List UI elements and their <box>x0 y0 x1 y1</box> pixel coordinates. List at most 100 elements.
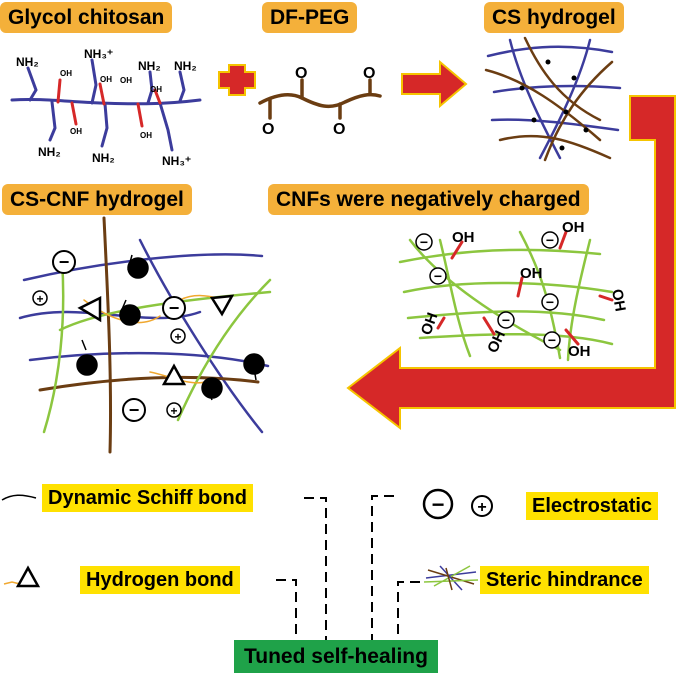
cnf-hydroxyl-bonds <box>436 230 614 346</box>
nh3-label: NH₃⁺ <box>84 47 113 61</box>
nh2-label: NH₂ <box>38 145 61 159</box>
svg-text:−: − <box>546 294 554 310</box>
carbonyl-o: O <box>333 121 345 138</box>
negative-charge-icon: − <box>162 296 186 320</box>
oh-label: OH <box>568 343 591 360</box>
cnfs-charged-title: CNFs were negatively charged <box>268 184 589 215</box>
cs-hydrogel-title: CS hydrogel <box>484 2 624 33</box>
svg-text:−: − <box>434 268 442 284</box>
oh-label: OH <box>100 75 112 84</box>
hydroxyl-bond <box>153 88 162 105</box>
cs-cnf-hbond-triangles <box>77 294 235 386</box>
cs-cnf-charges: − − − + + + <box>32 250 186 422</box>
glycol-chitosan-structure <box>10 58 202 152</box>
negative-charge-icon: − <box>541 293 559 311</box>
arrow-to-cs-hydrogel <box>401 59 468 109</box>
svg-text:−: − <box>169 298 180 318</box>
oh-label: OH <box>150 85 162 94</box>
svg-text:+: + <box>477 499 486 516</box>
svg-text:+: + <box>170 404 177 418</box>
negative-charge-icon: − <box>415 233 433 251</box>
oh-label: OH <box>140 131 152 140</box>
carbonyl-o: O <box>262 121 274 138</box>
svg-text:−: − <box>546 232 554 248</box>
svg-text:−: − <box>502 312 510 328</box>
nh3-label: NH₃⁺ <box>162 154 191 168</box>
steric-hindrance-label: Steric hindrance <box>480 566 649 594</box>
nh2-label: NH₂ <box>92 151 115 165</box>
electrostatic-label: Electrostatic <box>526 492 659 520</box>
negative-charge-icon: − <box>497 311 515 329</box>
chitosan-branch <box>100 102 109 148</box>
positive-charge-icon: + <box>170 328 186 344</box>
glycol-chitosan-title: Glycol chitosan <box>0 2 173 33</box>
hydrogen-bond-icon <box>161 363 187 386</box>
oh-label: OH <box>60 69 72 78</box>
nh2-label: NH₂ <box>16 55 39 69</box>
chitosan-branch <box>146 70 154 105</box>
oh-label: OH <box>418 310 442 337</box>
peg-chain <box>258 92 382 109</box>
svg-text:−: − <box>548 332 556 348</box>
oh-label: OH <box>562 219 585 236</box>
oh-label: OH <box>484 328 509 356</box>
electrostatic-legend: − + <box>422 488 493 520</box>
dynamic-schiff-bond-label: Dynamic Schiff bond <box>42 484 253 512</box>
chitosan-hydroxyl-groups <box>56 78 162 128</box>
oh-label: OH <box>70 127 82 136</box>
hydroxyl-bond <box>136 102 144 128</box>
svg-text:−: − <box>59 252 70 272</box>
svg-text:+: + <box>174 330 181 344</box>
chitosan-branch <box>26 66 38 102</box>
chitosan-branch <box>158 101 174 152</box>
cs-hydrogel-crosslinks <box>519 59 589 151</box>
df-peg-oxygens: O O O O <box>262 65 375 138</box>
cs-cnf-hydrogel-title: CS-CNF hydrogel <box>2 184 192 215</box>
hydroxyl-bond <box>98 82 106 106</box>
cs-cnf-schiff-nodes <box>76 254 265 401</box>
svg-text:−: − <box>432 492 445 517</box>
hydrogen-bond-label: Hydrogen bond <box>80 566 240 594</box>
tuned-self-healing-label: Tuned self-healing <box>234 640 438 673</box>
nh2-label: NH₂ <box>174 59 197 73</box>
positive-charge-icon: + <box>166 402 182 418</box>
hydroxyl-bond <box>70 101 78 126</box>
svg-text:−: − <box>420 234 428 250</box>
hydrogen-bond-legend <box>3 565 41 588</box>
cnf-negative-charges: − − − − − − <box>415 231 561 349</box>
nh2-label: NH₂ <box>138 59 161 73</box>
hydroxyl-bond <box>56 78 62 104</box>
negative-charge-icon: − <box>543 331 561 349</box>
hydrogen-bond-icon <box>15 565 41 588</box>
schiff-bond-legend-line <box>1 494 37 501</box>
positive-charge-icon: + <box>471 495 493 517</box>
cs-hydrogel-network <box>484 36 622 162</box>
chitosan-branch <box>48 100 57 142</box>
oh-label: OH <box>520 265 543 282</box>
carbonyl-o: O <box>295 65 307 82</box>
plus-sign <box>218 64 256 96</box>
arrow-to-cnf <box>346 95 676 431</box>
df-peg-structure <box>258 78 382 120</box>
negative-charge-icon: − <box>52 250 76 274</box>
df-peg-title: DF-PEG <box>262 2 358 33</box>
oh-label: OH <box>120 76 132 85</box>
chitosan-labels: NH₂ NH₃⁺ NH₂ NH₂ NH₂ NH₂ NH₃⁺ OH OH OH O… <box>16 47 197 168</box>
oh-label: OH <box>608 288 629 313</box>
negative-charge-icon: − <box>541 231 559 249</box>
carbonyl-o: O <box>363 65 375 82</box>
svg-text:−: − <box>129 400 140 420</box>
chitosan-branch <box>90 58 98 105</box>
chitosan-branch <box>178 70 186 103</box>
oh-label: OH <box>452 229 475 246</box>
chitosan-backbone <box>10 97 202 106</box>
legend-connectors <box>276 495 420 640</box>
positive-charge-icon: + <box>32 290 48 306</box>
hydrogen-bond-icon <box>77 295 102 323</box>
negative-charge-icon: − <box>122 398 146 422</box>
negative-charge-icon: − <box>422 488 454 520</box>
steric-hindrance-legend <box>423 565 479 591</box>
svg-text:+: + <box>36 292 43 306</box>
